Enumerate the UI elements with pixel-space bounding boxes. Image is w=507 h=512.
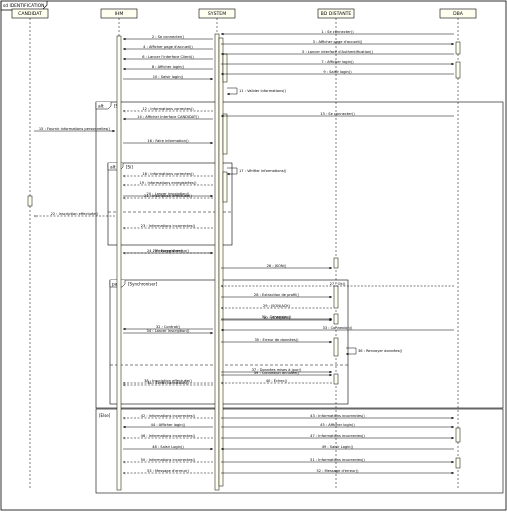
- message-label: 24 : Message d'erreur(): [147, 249, 190, 253]
- message-label: 5 : Lancer interface d'Authentification(…: [302, 50, 374, 54]
- message-label: 41 : Échec connexion(): [147, 380, 189, 385]
- activation-bar-sys: [222, 53, 228, 83]
- message-label: 43 : Informations incorrectes(): [310, 414, 365, 418]
- message-label: 3 : Afficher page d'accueil(): [313, 40, 363, 44]
- message-label: 52 : Message d'erreur(): [316, 469, 359, 473]
- activation-bar-dba: [455, 41, 461, 55]
- message-label: 31 : Connexion(): [262, 315, 292, 319]
- message-label: 18 : Informations correctes(): [142, 172, 194, 176]
- message-label: 12 : Informations correctes(): [142, 107, 194, 111]
- message-label: 10 : Saisir login(): [153, 75, 184, 79]
- activation-bar-ihm: [116, 35, 122, 491]
- message-label: 16 : Faire information(): [147, 139, 189, 143]
- activation-bar-bdd: [333, 257, 339, 269]
- message-label: 25 : Enregistrer(): [153, 249, 184, 253]
- fragment-par-bdd: [109, 279, 349, 405]
- lifeline-label-cand: CANDIDAT: [18, 11, 42, 17]
- sd-title: sd IDENTIFICATION: [3, 3, 44, 9]
- message-label: 30 : JSON(ACK): [263, 316, 291, 320]
- message-label: 9 : Saisir login(): [323, 70, 352, 74]
- fragment-alt-main: [95, 101, 504, 409]
- message-label: 21 : Inscription effectuée(): [144, 194, 192, 198]
- message-label: 36 : Renvoyer données(): [358, 349, 403, 353]
- message-label: 48 : Saisir Login(): [152, 445, 184, 449]
- message-label: 2 : Se connecter(): [152, 35, 185, 39]
- activation-bar-bdd: [333, 373, 339, 385]
- message-label: 1 : Se connecter(): [321, 30, 354, 34]
- message-label: 50 : Informations incorrectes(): [141, 458, 196, 462]
- message-self-arrow: [346, 347, 357, 356]
- message-label: 32 : Contrat(): [156, 325, 181, 329]
- message-label: 39 : Connexion annulée(): [254, 371, 300, 375]
- message-label: 26 : JSON(): [267, 264, 287, 268]
- fragment-tab-alt-main: [95, 102, 112, 110]
- message-label: 45 : Afficher login(): [320, 423, 355, 427]
- message-label: 4 : Afficher page d'accueil(): [143, 45, 193, 49]
- activation-bar-dba: [455, 427, 461, 443]
- message-label: 23 : Informations incorrectes(): [141, 224, 196, 228]
- message-label: 49 : Saisir Login(): [322, 445, 354, 449]
- activation-bar-sys: [218, 37, 224, 487]
- message-label: 44 : Afficher login(): [151, 423, 186, 427]
- message-label: 6 : Lancer l'interface Client(): [142, 55, 194, 59]
- fragment-guard-else-main: [Else]: [99, 413, 111, 418]
- fragment-operator-par-bdd: par: [112, 282, 119, 288]
- message-label: 53 : Message d'erreur(): [147, 469, 190, 473]
- fragment-operator-alt-main: alt: [98, 104, 104, 110]
- message-label: 51 : Informations incorrectes(): [310, 458, 365, 462]
- message-label: 22 : Inscription effectuée(): [51, 212, 99, 216]
- message-label: 47 : Informations incorrectes(): [310, 434, 365, 438]
- activation-bar-sys: [214, 33, 220, 491]
- message-label: 46 : Informations incorrectes(): [141, 434, 196, 438]
- message-label: 7 : Afficher login(): [321, 60, 354, 64]
- message-label: 15 : Fournir informations personnelles(): [39, 127, 111, 131]
- message-label: 13 : Se connecter(): [320, 112, 355, 116]
- message-self-arrow: [227, 167, 238, 176]
- activation-bar-dba: [455, 61, 461, 79]
- lifeline-label-sys: SYSTEM: [208, 11, 226, 17]
- fragment-else-main: [95, 408, 504, 494]
- message-label: 20 : Lancer inscription(): [147, 192, 191, 196]
- lifeline-label-dba: DBA: [453, 11, 464, 17]
- message-label: 33 : Connexion(): [323, 326, 353, 330]
- fragment-operator-alt-insc: alt: [110, 165, 116, 171]
- activation-bar-bdd: [333, 337, 339, 357]
- message-label: 28 : Extraction de profil(): [254, 293, 300, 297]
- message-label: 14 : Afficher Interface CANDIDAT(): [137, 115, 199, 119]
- message-label: 42 : Informations incorrectes(): [141, 414, 196, 418]
- activation-bar-sys: [222, 171, 228, 203]
- activation-bar-cand: [27, 195, 33, 207]
- message-label: 40 : Échec(): [266, 378, 288, 383]
- lifeline-label-ihm: IHM: [115, 11, 124, 17]
- message-label: 29 : JSON(ACK): [263, 304, 291, 308]
- message-label: 35 : Erreur de données(): [254, 338, 299, 342]
- activation-bar-sys: [222, 113, 228, 155]
- message-label: 37 : Données mises à jour(): [252, 368, 302, 372]
- message-self-arrow: [227, 87, 238, 96]
- activation-bar-dba: [455, 457, 461, 469]
- fragment-guard-par-bdd: [Synchroniser]: [128, 282, 158, 287]
- message-label: 11 : Valider informations(): [239, 89, 287, 93]
- fragment-alt-insc: [107, 162, 233, 246]
- message-label: 8 : Afficher login(): [152, 65, 185, 69]
- activation-bar-bdd: [333, 313, 339, 325]
- message-label: 38 : Inscription effectuée(): [144, 379, 192, 383]
- message-label: 27 : Ok(): [330, 282, 346, 286]
- fragment-guard-alt-insc: [Si]: [126, 165, 133, 170]
- message-label: 34 : Lancer inscription(): [147, 329, 191, 333]
- activation-bar-bdd: [333, 285, 339, 309]
- message-label: 19 : Informations enregistrées(): [139, 181, 197, 185]
- message-label: 17 : Vérifier informations(): [239, 169, 287, 173]
- lifeline-label-bdd: BD DISTANTE: [321, 11, 352, 17]
